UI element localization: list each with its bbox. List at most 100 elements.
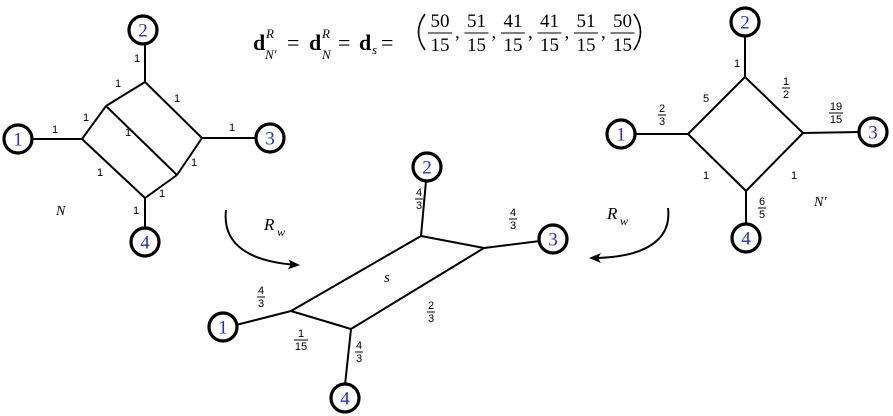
node-label: 3 — [265, 129, 275, 150]
edge — [483, 240, 541, 249]
node-label: 4 — [140, 233, 150, 254]
fraction-numerator: 2 — [659, 103, 665, 115]
fraction-denominator: 15 — [613, 35, 632, 56]
formula-sup2: R — [321, 26, 330, 41]
node-label: 1 — [13, 130, 23, 151]
formula-d2: d — [309, 30, 321, 55]
edge-weight-fraction: 23 — [427, 300, 435, 325]
edge — [802, 131, 861, 134]
edge — [144, 81, 203, 139]
curved-arrow — [589, 207, 670, 263]
edge-weight: 1 — [174, 93, 180, 105]
arrow-label-R: R — [606, 204, 618, 223]
node-label: 3 — [868, 123, 878, 144]
fraction-denominator: 2 — [783, 89, 789, 101]
formula-eq2: = — [338, 30, 350, 55]
fraction-denominator: 15 — [577, 35, 596, 56]
fraction-denominator: 3 — [428, 313, 434, 325]
edge-weight: 1 — [134, 53, 140, 65]
node: 1 — [605, 118, 637, 150]
edge — [81, 138, 146, 199]
edge — [687, 133, 747, 192]
edge-weight-fraction: 65 — [758, 196, 766, 221]
edge-weight: 1 — [191, 157, 197, 169]
node: 3 — [537, 223, 569, 255]
edge-weight-fraction: 43 — [355, 340, 363, 365]
edge-weight-fraction: 43 — [415, 187, 423, 212]
edge — [350, 247, 485, 330]
edge — [105, 105, 178, 176]
node-label: 3 — [548, 230, 558, 251]
edge-weight: 1 — [229, 122, 235, 134]
edge — [144, 174, 178, 199]
fraction-numerator: 1 — [783, 76, 789, 88]
arrow-label-R: R — [263, 215, 275, 234]
node: 2 — [127, 14, 159, 46]
network-label-N-prime: N′ — [813, 195, 827, 210]
formula-sub2: N — [321, 47, 332, 62]
fraction-numerator: 2 — [428, 300, 434, 312]
formula-comma: , — [455, 22, 460, 43]
edge-weight: 1 — [133, 205, 139, 217]
edge-weight-fraction: 115 — [294, 328, 308, 353]
fraction-numerator: 51 — [467, 11, 486, 32]
fraction-numerator: 51 — [577, 11, 596, 32]
fraction-denominator: 15 — [295, 341, 307, 353]
formula-comma: , — [492, 22, 497, 43]
node-label: 1 — [218, 318, 228, 339]
node-circle — [729, 6, 761, 38]
formula-fraction: 51 15, — [574, 11, 606, 56]
edge-weight: 1 — [52, 124, 58, 136]
fraction-numerator: 4 — [510, 207, 516, 219]
fraction-numerator: 41 — [504, 11, 523, 32]
formula-sub1: N′ — [264, 47, 277, 62]
edge — [81, 105, 107, 140]
formula-comma: , — [601, 22, 606, 43]
right-paren — [633, 13, 642, 51]
node-circle — [411, 151, 443, 183]
fraction-denominator: 3 — [510, 220, 516, 232]
edge-weight: 1 — [791, 170, 797, 182]
fraction-numerator: 50 — [613, 11, 632, 32]
fraction-numerator: 41 — [540, 11, 559, 32]
fraction-denominator: 3 — [416, 200, 422, 212]
fraction-numerator: 4 — [356, 340, 362, 352]
edge — [420, 235, 485, 249]
fraction-denominator: 15 — [540, 35, 559, 56]
edge-weight: 5 — [703, 93, 709, 105]
node-label: 4 — [741, 229, 751, 250]
node: 4 — [730, 222, 762, 254]
split-label-s: s — [384, 270, 390, 286]
fraction-denominator: 15 — [830, 114, 842, 126]
edge-weight: 1 — [83, 112, 89, 124]
formula-d1: d — [253, 30, 265, 55]
edge-weight: 1 — [734, 58, 740, 70]
node-label: 2 — [740, 13, 750, 34]
edge — [745, 132, 804, 192]
fraction-numerator: 50 — [431, 11, 450, 32]
node-circle — [2, 123, 34, 155]
node-circle — [605, 118, 637, 150]
node: 1 — [207, 311, 239, 343]
node-circle — [254, 122, 286, 154]
fraction-denominator: 3 — [258, 298, 264, 310]
distance-formula: d R N′ = d R N = d s = 5015,5115,4115,41… — [253, 11, 642, 62]
edge-weight-fraction: 43 — [257, 285, 265, 310]
edge — [744, 76, 804, 134]
node-circle — [127, 14, 159, 46]
formula-sub3: s — [372, 42, 377, 57]
node: 4 — [329, 382, 361, 414]
fraction-numerator: 1 — [298, 328, 304, 340]
formula-eq1: = — [287, 30, 299, 55]
network-N: 1 1 1 1 1 1 1 1 1 1 1 2 1 3 4 N — [2, 14, 286, 258]
edge-weight: 1 — [159, 188, 165, 200]
